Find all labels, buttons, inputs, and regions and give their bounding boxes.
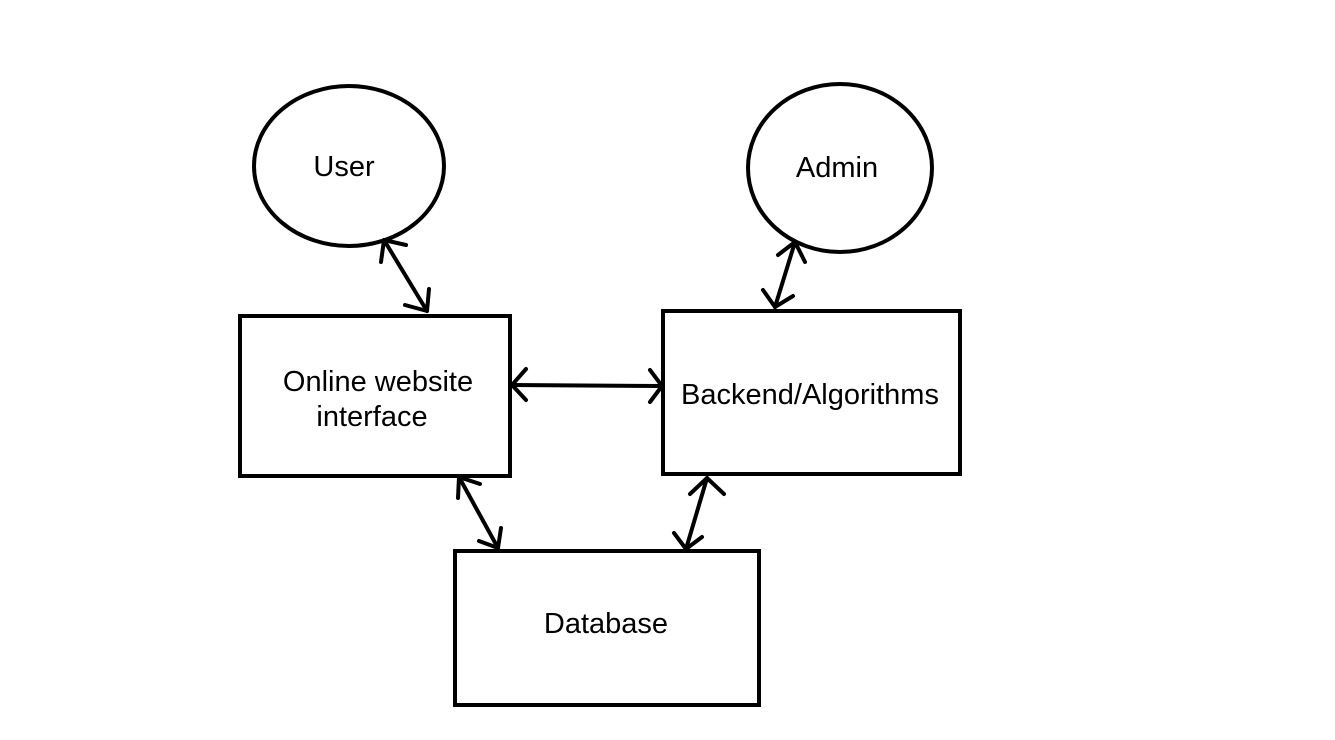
backend-box xyxy=(661,309,962,476)
edge-backend-database xyxy=(672,476,726,551)
arrow-head-down xyxy=(477,526,503,550)
edge-line xyxy=(773,240,797,309)
admin-label: Admin xyxy=(796,152,878,184)
edge-admin-backend xyxy=(761,240,807,309)
database-box xyxy=(453,549,761,707)
arrow-head-down xyxy=(761,288,795,309)
user-label: User xyxy=(313,151,375,183)
arrow-head-up xyxy=(688,476,726,496)
arrow-head-left xyxy=(510,367,528,402)
edge-line xyxy=(457,475,500,550)
arrow-head-down xyxy=(672,531,704,551)
arrow-head-right xyxy=(648,368,664,404)
edge-website-database xyxy=(456,475,503,550)
node-user: User xyxy=(252,84,446,248)
edge-line xyxy=(510,383,664,388)
node-database: Database xyxy=(453,549,761,707)
edge-website-backend xyxy=(510,367,664,404)
node-backend: Backend/Algorithms xyxy=(661,309,962,476)
edge-line xyxy=(382,238,429,313)
website-box xyxy=(238,314,512,478)
node-admin: Admin xyxy=(746,82,934,254)
arrow-head-down xyxy=(403,287,431,313)
arrow-head-up xyxy=(776,240,807,264)
admin-ellipse xyxy=(746,82,934,254)
arrow-head-up xyxy=(456,475,482,500)
edge-user-website xyxy=(379,238,431,313)
node-website: Online website interface xyxy=(238,314,512,478)
database-label: Database xyxy=(544,608,668,640)
arrow-head-up xyxy=(379,238,408,264)
website-label-line2: interface xyxy=(316,401,427,433)
edge-line xyxy=(684,476,709,551)
website-label-line1: Online website xyxy=(283,366,473,398)
backend-label: Backend/Algorithms xyxy=(681,379,939,411)
user-ellipse xyxy=(252,84,446,248)
